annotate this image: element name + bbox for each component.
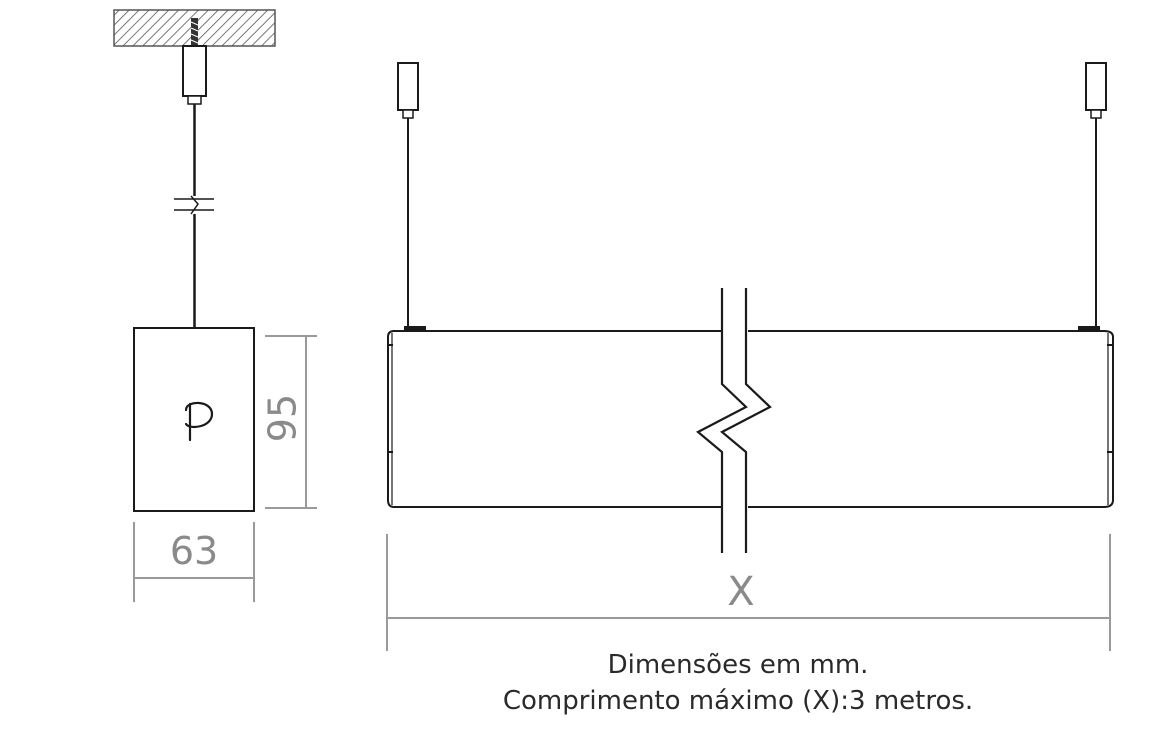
side-view: 95 63 xyxy=(113,9,317,602)
height-dimension xyxy=(265,335,317,509)
right-suspension xyxy=(1078,62,1107,331)
note-max-length: Comprimento máximo (X):3 metros. xyxy=(503,686,973,716)
front-view: X xyxy=(386,62,1114,651)
luminaire-body xyxy=(387,330,1114,508)
ceiling-screw xyxy=(190,18,199,46)
length-dimension xyxy=(386,534,1111,651)
height-dimension-label: 95 xyxy=(261,394,305,442)
luminaire-profile xyxy=(133,327,255,512)
brand-logo-icon xyxy=(184,401,214,442)
ceiling-canopy xyxy=(182,45,207,97)
suspension-cable xyxy=(174,104,214,328)
left-suspension xyxy=(397,62,426,331)
width-dimension xyxy=(133,522,255,602)
length-dimension-label: X xyxy=(727,569,754,615)
width-dimension-label: 63 xyxy=(170,529,218,573)
note-dimensions-unit: Dimensões em mm. xyxy=(608,650,869,680)
break-lines xyxy=(696,288,772,553)
